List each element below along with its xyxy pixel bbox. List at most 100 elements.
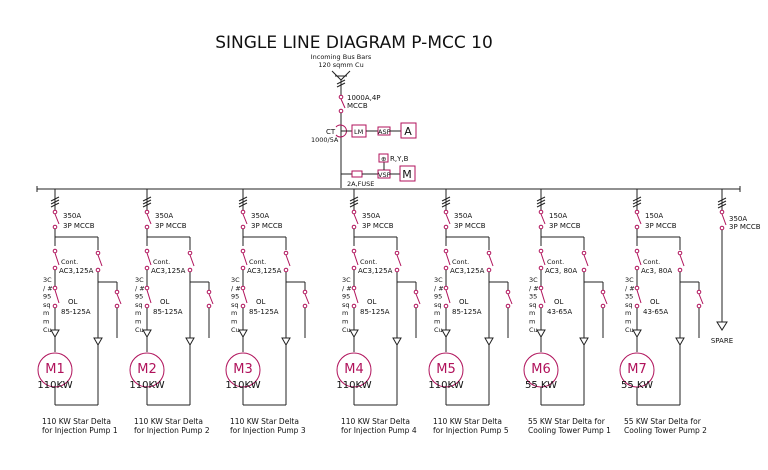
overload-label: OL: [459, 298, 469, 306]
mccb-type: 3P MCCB: [645, 222, 677, 230]
phase-indicator-symbol: ⊕: [381, 155, 386, 163]
cable-spec-line: sq: [43, 301, 51, 309]
metering-section: [335, 122, 417, 182]
cable-spec-line: Cu: [43, 326, 52, 334]
cable-spec-line: 35: [529, 293, 537, 301]
cable-spec-line: m: [625, 318, 631, 326]
overload-range: 85-125A: [360, 308, 390, 316]
cable-spec-line: Cu: [135, 326, 144, 334]
overload-icon: [242, 289, 248, 304]
overload-range: 85-125A: [153, 308, 183, 316]
main-busbar: [36, 186, 741, 192]
main-mccb-type: MCCB: [347, 102, 368, 110]
cable-spec-line: sq: [625, 301, 633, 309]
contactor-label: Cont.: [547, 258, 564, 266]
cable-spec-line: sq: [342, 301, 350, 309]
cable-spec-line: 3C: [529, 276, 538, 284]
overload-icon: [146, 289, 152, 304]
overload-label: OL: [68, 298, 78, 306]
motor-kw: 110KW: [225, 380, 260, 391]
mccb-rating: 150A: [549, 212, 567, 220]
contactor-icon: [540, 252, 546, 266]
motor-label: M3: [233, 362, 253, 377]
cable-spec-line: / #: [342, 284, 352, 292]
cable-spec-line: Cu: [342, 326, 351, 334]
motor-kw: 110KW: [37, 380, 72, 391]
main-mccb-icon: [340, 98, 346, 109]
cable-spec-line: 3C: [43, 276, 52, 284]
fuse-label: 2A,FUSE: [347, 180, 374, 188]
contactor-label: Cont.: [61, 258, 78, 266]
contactor-label: Cont.: [153, 258, 170, 266]
cable-spec-line: 95: [231, 293, 239, 301]
cable-spec-line: sq: [529, 301, 537, 309]
cable-spec-line: 95: [43, 293, 51, 301]
feeder-description-2: for Injection Pump 2: [134, 426, 210, 435]
mccb-contact: [634, 209, 640, 215]
contactor-icon: [445, 252, 451, 266]
motor-kw: 55 KW: [621, 380, 653, 391]
fuse-icon: [351, 170, 363, 178]
phase-indicator-label: R,Y,B: [390, 155, 409, 163]
cable-spec-line: m: [135, 309, 141, 317]
feeder-description-1: 110 KW Star Delta: [230, 417, 299, 426]
mccb-icon: [242, 213, 248, 225]
overload-label: OL: [160, 298, 170, 306]
cable-spec-line: Cu: [231, 326, 240, 334]
vsp-label: VSP: [378, 171, 391, 179]
mccb-icon: [445, 213, 451, 225]
feeder-description-2: for Injection Pump 3: [230, 426, 306, 435]
mccb-rating: 150A: [645, 212, 663, 220]
motor-label: M1: [45, 362, 65, 377]
motor-label: M5: [436, 362, 456, 377]
cable-spec-line: sq: [135, 301, 143, 309]
motor-kw: 110KW: [129, 380, 164, 391]
motor-label: M6: [531, 362, 551, 377]
feeder-description-1: 55 KW Star Delta for: [624, 417, 702, 426]
cable-spec-line: sq: [434, 301, 442, 309]
feeder-description-1: 110 KW Star Delta: [134, 417, 203, 426]
cable-spec-line: 95: [434, 293, 442, 301]
spare-mccb-type: 3P MCCB: [729, 223, 761, 231]
cable-spec-line: 3C: [434, 276, 443, 284]
contactor-label: Cont.: [643, 258, 660, 266]
mccb-type: 3P MCCB: [549, 222, 581, 230]
contactor-rating: AC3,125A: [247, 267, 282, 275]
cable-spec-line: sq: [231, 301, 239, 309]
contactor-icon: [242, 252, 248, 266]
motor-label: M2: [137, 362, 157, 377]
motor-label: M4: [344, 362, 364, 377]
cable-spec-line: 3C: [135, 276, 144, 284]
mccb-contact: [443, 209, 449, 215]
motor-kw: 110KW: [428, 380, 463, 391]
overload-icon: [353, 289, 359, 304]
mccb-icon: [636, 213, 642, 225]
cable-spec-line: m: [342, 309, 348, 317]
cable-spec-line: / #: [135, 284, 145, 292]
mccb-rating: 350A: [454, 212, 472, 220]
feeder-description-1: 110 KW Star Delta: [341, 417, 410, 426]
contactor-label: Cont.: [360, 258, 377, 266]
overload-label: OL: [367, 298, 377, 306]
contactor-rating: AC3,125A: [151, 267, 186, 275]
mccb-rating: 350A: [155, 212, 173, 220]
contactor-icon: [146, 252, 152, 266]
cable-spec-line: m: [529, 318, 535, 326]
overload-range: 85-125A: [61, 308, 91, 316]
main-mccb-rating: 1000A,4P: [347, 94, 381, 102]
overload-range: 85-125A: [452, 308, 482, 316]
mccb-contact: [144, 209, 150, 215]
feeder-description-2: for Injection Pump 5: [433, 426, 509, 435]
overload-range: 43-65A: [643, 308, 668, 316]
mccb-icon: [540, 213, 546, 225]
cable-spec-line: 95: [342, 293, 350, 301]
ct-ratio: 1000/5A: [311, 136, 339, 144]
overload-range: 43-65A: [547, 308, 572, 316]
spare-feeder: [716, 189, 728, 331]
